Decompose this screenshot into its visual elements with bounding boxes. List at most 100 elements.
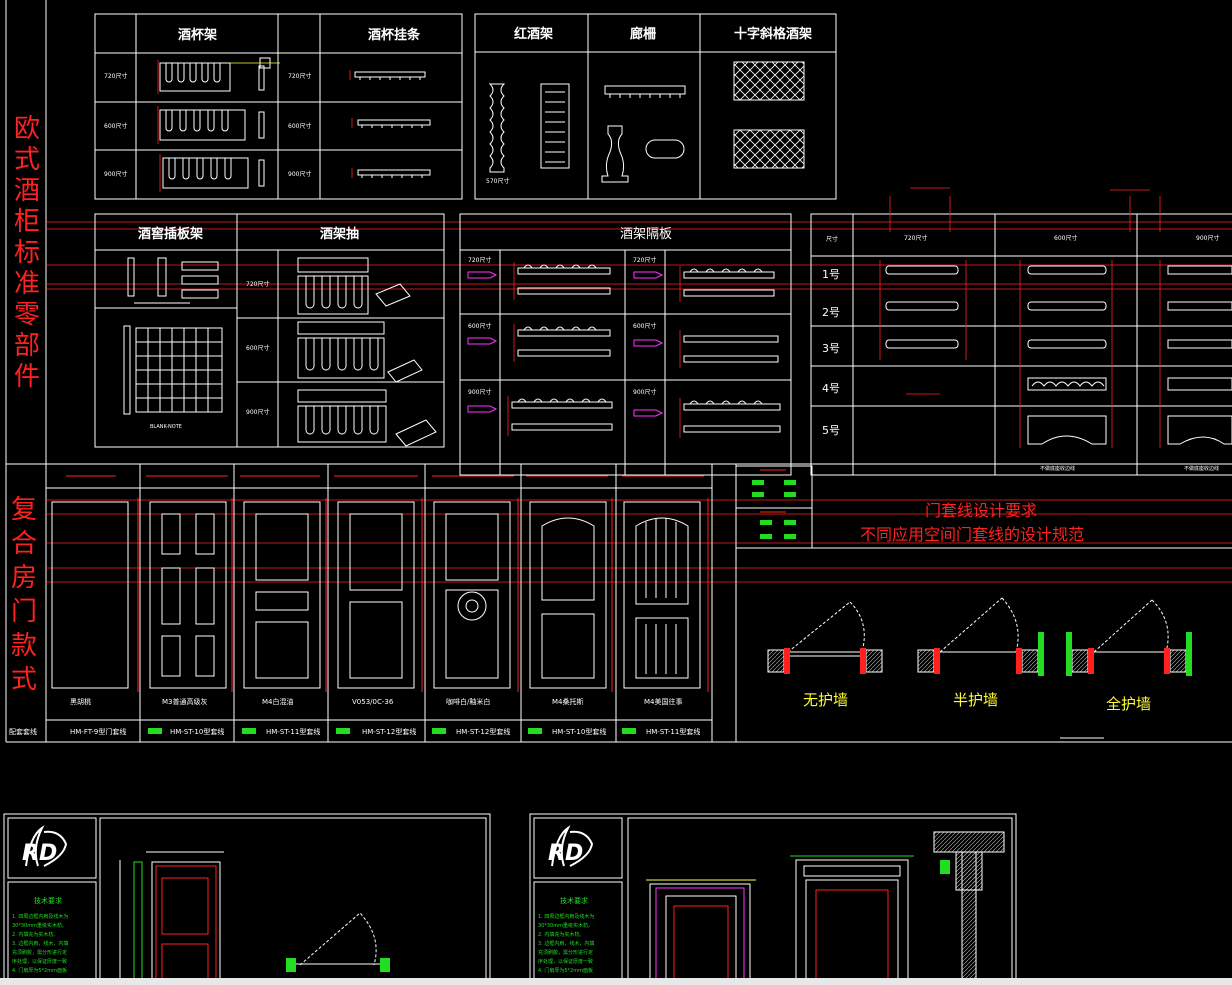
shelf-drawings [511, 264, 781, 433]
door-section-title: 复 合 房 门 款 式 [11, 495, 37, 695]
door-trim-6: HM-ST-10型套线 [552, 727, 606, 736]
door-name-4: V053/0C-36 [352, 698, 394, 706]
cup-strip-size-600: 600尺寸 [288, 122, 311, 130]
shelf-size-right-720: 720尺寸 [633, 256, 656, 264]
drawer-size-600: 600尺寸 [246, 344, 269, 352]
cup-strip-drawing [354, 71, 431, 178]
right-tech-line-6: 序处理，以保证厚度一致 [538, 958, 593, 965]
svg-text:标: 标 [14, 238, 40, 268]
moulding-col-600: 600尺寸 [1054, 234, 1077, 242]
wall-type-diagrams [767, 597, 1192, 739]
door-name-2: M3普通高级灰 [162, 697, 208, 706]
door-trim-3: HM-ST-11型套线 [266, 727, 320, 736]
shelf-size-right-600: 600尺寸 [633, 322, 656, 330]
bottom-sheet-left [3, 813, 491, 985]
cup-rack-size-720: 720尺寸 [104, 72, 127, 80]
cup-strip-size-720: 720尺寸 [288, 72, 311, 80]
cellar-rack-header: 酒窖插板架 [138, 226, 203, 242]
svg-text:准: 准 [14, 269, 40, 299]
moulding-note-900: 不做底座收边线 [1184, 465, 1219, 472]
door-trim-4: HM-ST-12型套线 [362, 727, 416, 736]
cup-rack-header: 酒杯架 [178, 27, 217, 43]
svg-text:复: 复 [11, 495, 37, 525]
left-tech-line-7: 4. 门扇厚为5*2mm面板 [12, 967, 67, 974]
cross-lattice-header: 十字斜格酒架 [734, 26, 812, 42]
left-tech-line-5: 充须刷胶，需分形进行定 [12, 949, 67, 956]
left-tech-line-6: 序处理，以保证厚度一致 [12, 958, 67, 965]
left-tech-line-4: 3. 边框内肩，线木，内填 [12, 940, 68, 947]
moulding-table [810, 187, 1232, 476]
trim-icons [148, 728, 636, 734]
door-table [46, 464, 713, 743]
frame-lines [5, 0, 1232, 743]
svg-text:件: 件 [14, 362, 40, 392]
wall-type-half: 半护墙 [953, 691, 998, 709]
door-trim-2: HM-ST-10型套线 [170, 727, 224, 736]
shelf-size-left-900: 900尺寸 [468, 388, 491, 396]
svg-text:款: 款 [11, 631, 37, 661]
left-tech-line-1: 1. 四周边框内肩及线木为 [12, 913, 68, 920]
shelf-size-left-720: 720尺寸 [468, 256, 491, 264]
railing-header: 廊柵 [630, 26, 656, 42]
moulding-size-header: 尺寸 [826, 235, 838, 243]
cup-strip-header: 酒杯挂条 [368, 27, 421, 43]
cup-rack-size-600: 600尺寸 [104, 122, 127, 130]
wine-rack-panel [474, 13, 837, 200]
cup-strip-size-900: 900尺寸 [288, 170, 311, 178]
door-name-6: M4桑托斯 [552, 697, 584, 706]
moulding-row-3: 3号 [822, 342, 840, 355]
wall-type-full: 全护墙 [1106, 695, 1151, 713]
door-name-7: M4美国往事 [644, 697, 683, 706]
moulding-profiles [885, 265, 1232, 445]
moulding-row-1: 1号 [822, 268, 840, 281]
left-logo: RD [22, 841, 57, 866]
svg-text:房: 房 [11, 563, 37, 593]
svg-text:门: 门 [11, 597, 37, 627]
shelf-header: 酒架隔板 [620, 227, 672, 242]
moulding-row-5: 5号 [822, 424, 840, 437]
right-tech-line-7: 4. 门扇厚为5*2mm面板 [538, 967, 593, 974]
right-logo: RD [548, 841, 583, 866]
svg-text:合: 合 [11, 529, 37, 559]
left-tech-line-2: 30*30mm重级实木枋。 [12, 922, 67, 929]
moulding-note-600: 不做底座收边线 [1040, 465, 1075, 472]
shelf-size-left-600: 600尺寸 [468, 322, 491, 330]
bottom-sheet-right [529, 813, 1017, 985]
red-wine-rack-size: 570尺寸 [486, 177, 509, 185]
wall-type-none: 无护墙 [803, 691, 848, 709]
moulding-col-900: 900尺寸 [1196, 234, 1219, 242]
shelf-size-right-900: 900尺寸 [633, 388, 656, 396]
left-tech-title: 技术要求 [34, 896, 62, 905]
cup-rack-panel [94, 13, 463, 200]
shelf-panel [459, 213, 792, 476]
svg-text:式: 式 [11, 665, 37, 695]
door-trim-1: HM-FT-9型门套线 [70, 727, 126, 736]
cup-rack-size-900: 900尺寸 [104, 170, 127, 178]
svg-text:柜: 柜 [14, 207, 40, 237]
trim-req-title: 门套线设计要求 [925, 501, 1037, 520]
drawer-size-720: 720尺寸 [246, 280, 269, 288]
right-tech-line-3: 2. 内填充为实木枋。 [538, 931, 584, 938]
door-trim-7: HM-ST-11型套线 [646, 727, 700, 736]
red-dimension-marks [157, 60, 353, 192]
svg-text:部: 部 [14, 331, 40, 361]
trim-req-subtitle: 不同应用空间门套线的设计规范 [860, 525, 1084, 544]
door-name-1: 黑胡桃 [70, 697, 91, 706]
cellar-rack-caption: BLANK-NOTE [150, 424, 182, 430]
right-tech-title: 技术要求 [560, 896, 588, 905]
right-tech-line-1: 1. 四周边框内肩及线木为 [538, 913, 594, 920]
red-wine-rack-header: 红酒架 [514, 26, 553, 42]
drawer-size-900: 900尺寸 [246, 408, 269, 416]
moulding-row-2: 2号 [822, 306, 840, 319]
door-name-3: M4白混油 [262, 697, 294, 706]
drawer-header: 酒架抽 [320, 226, 359, 242]
horizontal-scrollbar[interactable] [0, 978, 1232, 985]
moulding-row-4: 4号 [822, 382, 840, 395]
wine-section-title: 欧 式 酒 柜 标 准 零 部 件 [14, 114, 40, 392]
trim-row-label: 配套套线 [9, 727, 37, 736]
svg-text:欧: 欧 [14, 114, 40, 144]
door-name-5: 咖啡白/釉米白 [446, 697, 490, 706]
door-trim-5: HM-ST-12型套线 [456, 727, 510, 736]
cellar-drawer-panel [94, 213, 445, 448]
